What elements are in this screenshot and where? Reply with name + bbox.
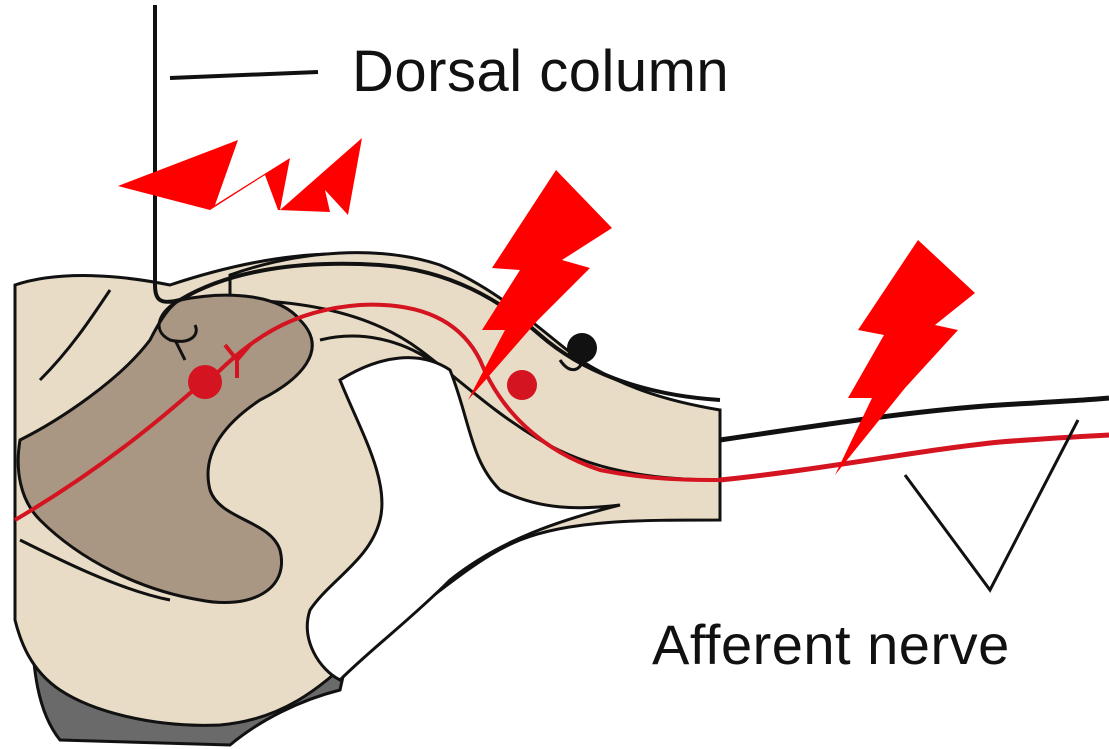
dorsal-column-line <box>155 5 180 302</box>
dorsal-column-label: Dorsal column <box>352 38 729 105</box>
red-neuron-soma-ganglion <box>507 370 537 400</box>
dorsal-column-label-pointer <box>170 72 318 78</box>
red-neuron-soma-gray-matter <box>188 365 222 399</box>
afferent-nerve-black-fiber <box>720 398 1109 440</box>
lightning-bolt-icon <box>835 240 975 475</box>
black-neuron-soma-ganglion <box>567 333 597 363</box>
afferent-nerve-label: Afferent nerve <box>652 612 1010 677</box>
afferent-nerve-label-pointer <box>905 420 1078 590</box>
